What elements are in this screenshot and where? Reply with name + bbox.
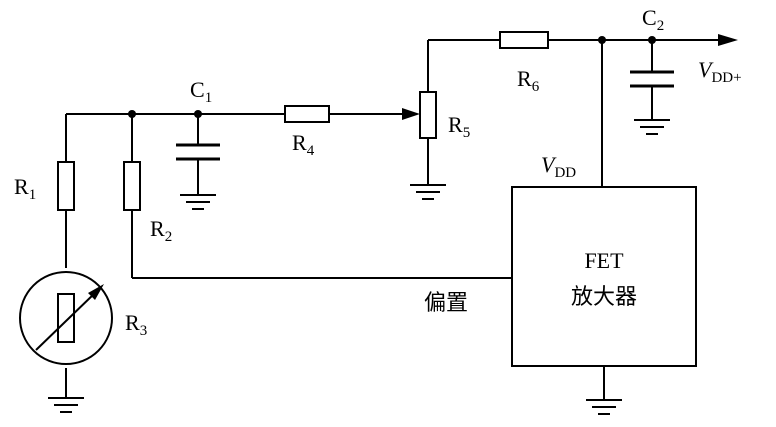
resistor-r6: [499, 31, 549, 49]
label-r6: R6: [517, 66, 540, 95]
ground-r5-icon: [410, 184, 446, 200]
resistor-r4: [284, 105, 330, 123]
output-arrow-icon: [718, 34, 738, 46]
wires: [65, 39, 720, 400]
label-c2: C2: [642, 5, 664, 34]
ground-c2-icon: [634, 119, 670, 135]
resistor-r1: [57, 161, 75, 211]
label-c1: C1: [190, 77, 212, 106]
r3-adjust-line: [35, 291, 97, 351]
ground-amp-icon: [586, 399, 622, 415]
label-r4: R4: [292, 130, 315, 159]
resistor-r5: [419, 91, 437, 139]
label-vdd-out: VDD+: [698, 57, 742, 86]
amp-label-line1: FET: [584, 248, 624, 273]
resistor-r2: [123, 161, 141, 211]
label-bias: 偏置: [424, 291, 468, 316]
label-r1: R1: [14, 174, 36, 203]
label-r2: R2: [150, 216, 172, 245]
junction-c2: [648, 36, 656, 44]
label-r5: R5: [448, 112, 470, 141]
r3-body: [57, 293, 75, 343]
amp-label-line2: 放大器: [571, 285, 637, 310]
r3-adjust-arrow-icon: [88, 284, 104, 300]
ground-r3-icon: [48, 397, 84, 413]
variable-resistor-r3: [19, 271, 113, 365]
junction-c1: [194, 110, 202, 118]
r5-wiper-arrow-icon: [402, 108, 420, 120]
label-vdd: VDD: [541, 152, 576, 181]
junction-r2: [128, 110, 136, 118]
capacitor-c1: [176, 143, 220, 161]
ground-c1-icon: [180, 194, 216, 210]
label-r3: R3: [125, 310, 147, 339]
junction-vdd: [598, 36, 606, 44]
r3-circle: [19, 271, 113, 365]
capacitor-c2: [630, 70, 674, 88]
fet-amplifier-block: [511, 186, 697, 367]
